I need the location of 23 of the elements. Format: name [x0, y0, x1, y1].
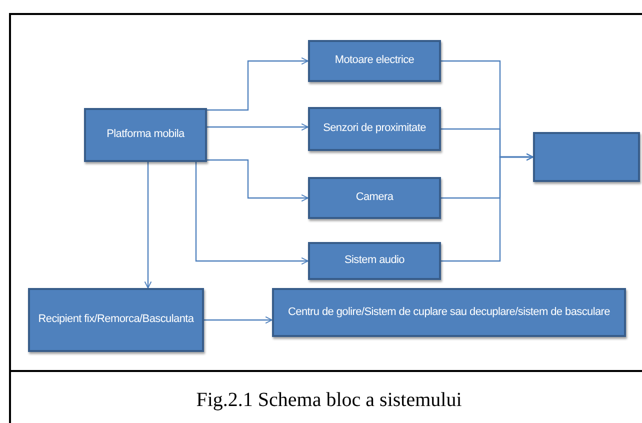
- arrow: [441, 153, 534, 262]
- box-label: Centru de golire/Sistem de cuplare sau decuplare/sistem de basculare: [288, 306, 610, 320]
- box-label: Senzori de proximitate: [323, 122, 426, 136]
- arrow: [207, 159, 308, 202]
- process-box: [308, 177, 441, 219]
- process-box: [308, 242, 441, 280]
- arrow: [207, 123, 308, 131]
- arrow: [144, 162, 152, 288]
- process-box: [84, 108, 207, 162]
- box-label: Sistem audio: [344, 254, 404, 268]
- arrow: [195, 162, 308, 265]
- process-box: [272, 288, 626, 337]
- box-label: Platforma mobila: [106, 128, 184, 142]
- arrow: [207, 57, 308, 111]
- process-box: [533, 132, 640, 182]
- box-label: Camera: [356, 191, 394, 205]
- box-label: Motoare electrice: [334, 54, 414, 68]
- arrow: [204, 316, 272, 324]
- process-box: [308, 40, 441, 82]
- figure-caption: Fig.2.1 Schema bloc a sistemului: [195, 389, 463, 412]
- box-label: Recipient fix/Remorca/Basculanta: [38, 313, 194, 327]
- process-box: [28, 288, 204, 352]
- process-box: [308, 107, 441, 151]
